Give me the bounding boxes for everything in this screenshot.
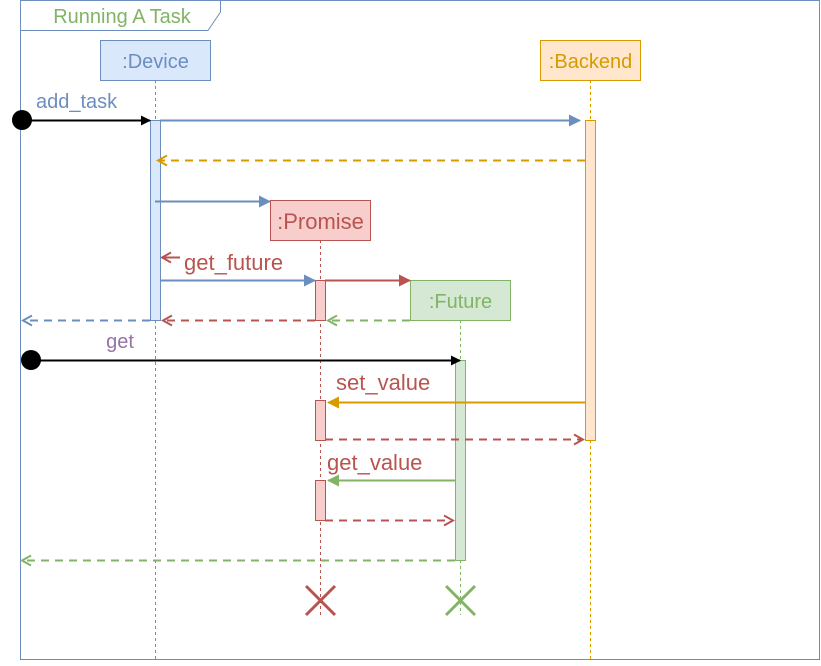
promise-activation-1 <box>315 280 326 321</box>
participant-backend[interactable]: :Backend <box>540 40 641 81</box>
participant-future-label: :Future <box>429 291 492 313</box>
participant-device-label: :Device <box>122 51 189 73</box>
participant-future[interactable]: :Future <box>410 280 511 321</box>
device-activation <box>150 120 161 321</box>
promise-destroy-icon <box>304 584 337 617</box>
future-destroy-icon <box>444 584 477 617</box>
get-future-label: get_future <box>184 250 283 275</box>
participant-backend-label: :Backend <box>549 51 632 73</box>
participant-promise[interactable]: :Promise <box>270 200 371 241</box>
set-value-label: set_value <box>336 370 430 395</box>
participant-promise-label: :Promise <box>277 209 364 234</box>
frame-border <box>20 0 820 660</box>
promise-activation-3 <box>315 480 326 521</box>
get-value-label: get_value <box>327 450 422 475</box>
add-task-label: add_task <box>36 91 118 113</box>
get-label: get <box>106 331 134 353</box>
frame-title-tab <box>20 0 221 31</box>
future-activation <box>455 360 466 561</box>
frame-title: Running A Task <box>53 6 192 28</box>
participant-device[interactable]: :Device <box>100 40 211 81</box>
promise-activation-2 <box>315 400 326 441</box>
backend-activation <box>585 120 596 441</box>
